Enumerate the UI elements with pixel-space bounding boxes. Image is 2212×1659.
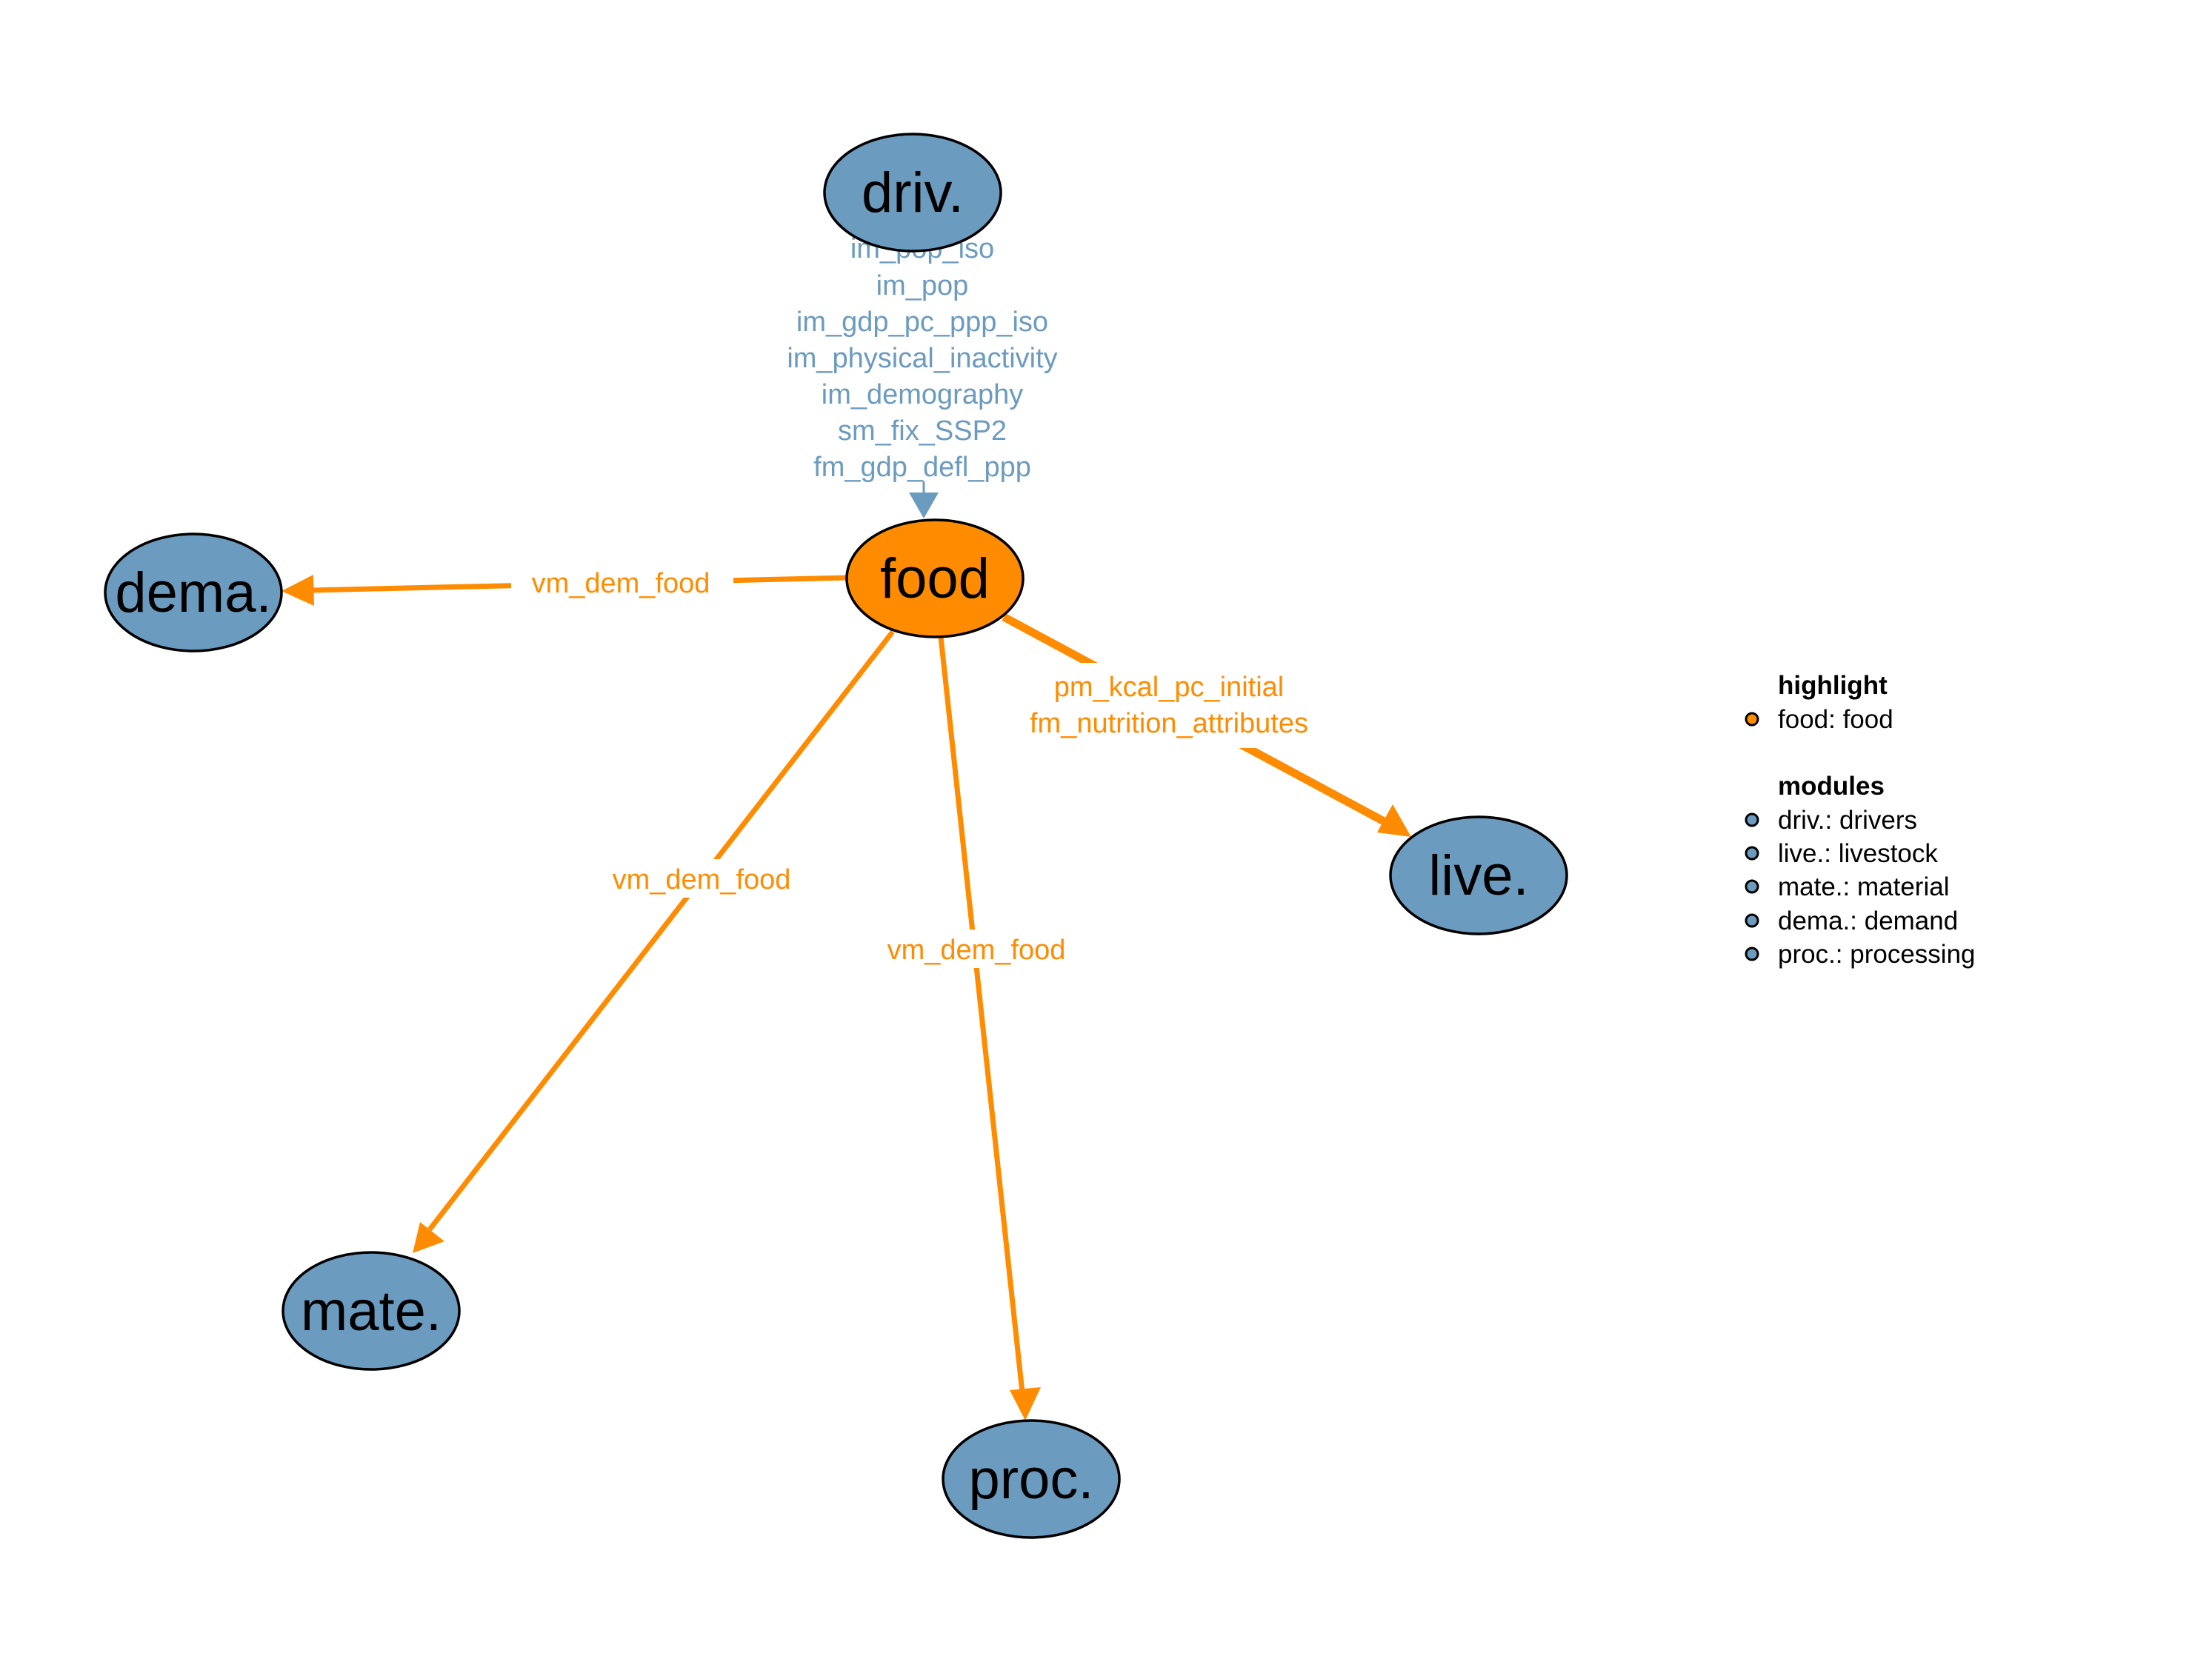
legend-dot-module (1745, 812, 1759, 827)
arrowhead-food-to-livestock (1377, 804, 1411, 837)
node-food[interactable]: food (845, 518, 1025, 638)
edge-label-drivers-food-3: im_gdp_pc_ppp_iso (796, 307, 1048, 338)
edge-line-food-to-material (427, 630, 895, 1232)
legend-dot-module (1745, 913, 1759, 928)
node-material[interactable]: mate. (282, 1251, 461, 1371)
edge-line-food-to-processing (938, 636, 1025, 1393)
node-livestock[interactable]: live. (1389, 815, 1568, 935)
arrowhead-food-to-processing (1010, 1387, 1041, 1421)
edge-label-drivers-food-2: im_pop (876, 270, 969, 301)
arrowhead-drivers-to-food (909, 493, 939, 518)
edge-drivers-to-food: im_pop_iso im_pop im_gdp_pc_ppp_iso im_p… (756, 230, 1089, 518)
node-demand-shape (104, 533, 283, 652)
legend-dot-module (1745, 879, 1759, 894)
legend-text-highlight-food: food: food (1778, 705, 1893, 734)
node-drivers[interactable]: driv. (823, 133, 1002, 253)
edge-label-food-processing: vm_dem_food (887, 935, 1066, 966)
legend-dot-module (1745, 947, 1759, 961)
legend-item-drivers: driv.: drivers (1745, 806, 1917, 835)
edge-label-food-material: vm_dem_food (613, 864, 791, 895)
legend-text-livestock: live.: livestock (1778, 839, 1938, 868)
legend-modules-heading: modules (1778, 772, 1885, 801)
legend: highlight food: food modules driv.: driv… (1745, 671, 1976, 969)
edge-food-to-material: vm_dem_food (413, 630, 895, 1253)
node-food-shape (845, 518, 1025, 638)
node-demand-label: dema. (115, 561, 271, 624)
edge-label-drivers-food-4: im_physical_inactivity (787, 343, 1057, 374)
legend-text-processing: proc.: processing (1778, 940, 1976, 969)
node-processing-shape (942, 1419, 1121, 1539)
legend-highlight-heading: highlight (1778, 671, 1888, 700)
node-livestock-label: live. (1428, 844, 1528, 907)
edge-label-drivers-food-5: im_demography (822, 379, 1023, 410)
edge-food-to-demand: vm_dem_food (282, 564, 849, 606)
node-drivers-label: driv. (862, 161, 964, 224)
legend-dot-highlight (1745, 712, 1759, 727)
arrowhead-food-to-material (413, 1222, 444, 1253)
edge-label-food-livestock-2: fm_nutrition_attributes (1030, 708, 1308, 739)
edge-food-to-livestock: pm_kcal_pc_initial fm_nutrition_attribut… (1002, 613, 1411, 837)
node-livestock-shape (1389, 815, 1568, 935)
legend-item-livestock: live.: livestock (1745, 839, 1938, 868)
edge-label-drivers-food-7: fm_gdp_defl_ppp (813, 452, 1031, 483)
legend-item-material: mate.: material (1745, 872, 1949, 901)
legend-dot-module (1745, 846, 1759, 861)
edge-label-food-livestock-1: pm_kcal_pc_initial (1054, 672, 1285, 703)
legend-text-demand: dema.: demand (1778, 907, 1958, 935)
edge-food-to-processing: vm_dem_food (867, 636, 1089, 1421)
node-drivers-shape (823, 133, 1002, 253)
node-processing-label: proc. (969, 1448, 1094, 1511)
legend-item-highlight-food: food: food (1745, 705, 1893, 734)
edge-label-food-demand: vm_dem_food (532, 568, 710, 599)
edge-label-drivers-food-6: sm_fix_SSP2 (838, 415, 1007, 447)
node-material-shape (282, 1251, 461, 1371)
legend-text-drivers: driv.: drivers (1778, 806, 1917, 835)
node-demand[interactable]: dema. (104, 533, 283, 652)
node-material-label: mate. (301, 1280, 442, 1343)
legend-item-demand: dema.: demand (1745, 907, 1958, 935)
node-food-label: food (880, 547, 990, 610)
legend-text-material: mate.: material (1778, 872, 1949, 901)
node-processing[interactable]: proc. (942, 1419, 1121, 1539)
arrowhead-food-to-demand (282, 575, 314, 606)
legend-item-processing: proc.: processing (1745, 940, 1976, 969)
